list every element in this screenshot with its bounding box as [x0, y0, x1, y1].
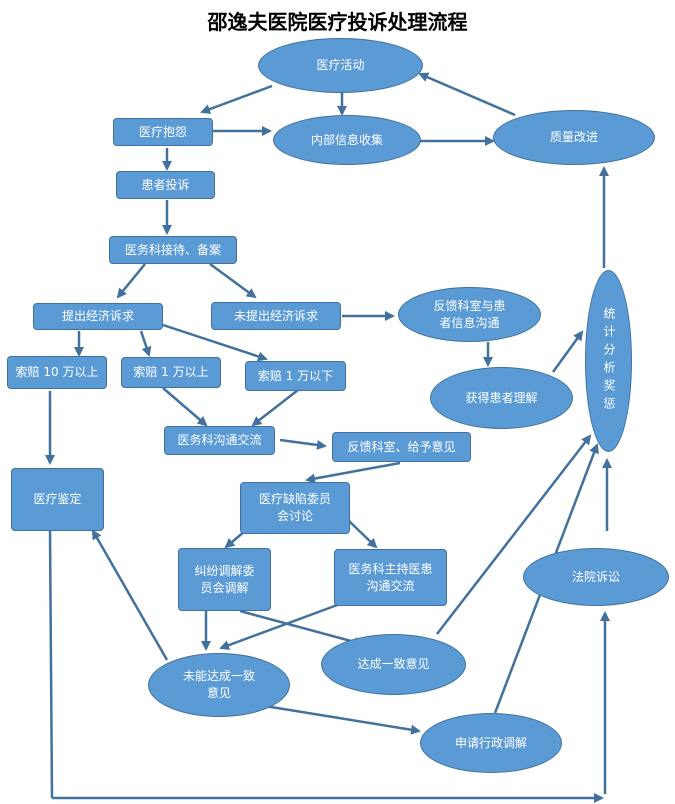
arrow-10k-to-deptcomm	[162, 387, 208, 427]
node-court-litigation[interactable]: 法院诉讼	[523, 548, 669, 606]
arrow-noagree-to-appraisal	[91, 529, 169, 661]
node-defect-committee[interactable]: 医疗缺陷委员 会讨论	[240, 482, 350, 534]
node-claim-over-100k[interactable]: 索赔 10 万以上	[7, 356, 107, 389]
node-internal-info[interactable]: 内部信息收集	[273, 115, 421, 165]
line-appraisal-down	[48, 530, 54, 799]
node-dept-host-comm[interactable]: 医务科主持医患 沟通交流	[334, 549, 447, 606]
node-patient-understanding[interactable]: 获得患者理解	[430, 367, 573, 429]
arrow-understanding-to-stats	[551, 330, 584, 373]
node-feedback-dept-patient[interactable]: 反馈科室与患 者信息沟通	[398, 287, 541, 342]
arrow-under10k-to-deptcomm	[251, 389, 299, 427]
arrow-noagree-to-admin	[264, 704, 421, 735]
node-economic-claim[interactable]: 提出经济诉求	[33, 303, 163, 330]
node-medical-activity[interactable]: 医疗活动	[258, 38, 423, 93]
arrow-deptcomm-to-feedbackopinion	[279, 438, 327, 450]
arrow-agree-to-stats	[436, 434, 592, 635]
arrow-feedbackopinion-to-committee	[305, 461, 401, 484]
arrow-economic-to-10k	[139, 330, 152, 357]
arrow-quality-to-activity	[418, 72, 516, 117]
arrow-mediation-to-agree	[239, 609, 364, 647]
arrow-committee-to-deptmost	[348, 520, 378, 549]
node-dept-communication[interactable]: 医务科沟通交流	[164, 426, 275, 455]
arrow-deptmost-to-noagree	[219, 602, 341, 650]
node-feedback-opinion[interactable]: 反馈科室、给予意见	[332, 432, 471, 462]
node-quality-improve[interactable]: 质量改进	[493, 110, 655, 165]
node-claim-under-10k[interactable]: 索赔 1 万以下	[245, 361, 346, 391]
node-stats-analysis[interactable]: 统计分析奖惩	[585, 270, 632, 452]
node-no-agreement[interactable]: 未能达成一致 意见	[148, 653, 290, 717]
node-medical-appraisal[interactable]: 医疗鉴定	[11, 468, 104, 531]
arrow-reception-to-noeconomic	[209, 262, 257, 299]
diagram-title: 邵逸夫医院医疗投诉处理流程	[207, 10, 468, 34]
arrow-activity-to-complaint	[200, 84, 273, 114]
node-agreement[interactable]: 达成一致意见	[321, 634, 466, 695]
arrow-economic-to-under10k	[162, 323, 268, 362]
node-patient-complaint[interactable]: 患者投诉	[116, 171, 215, 199]
arrow-reception-to-economic	[116, 263, 146, 299]
node-reception[interactable]: 医务科接待、备案	[109, 236, 237, 264]
node-no-economic-claim[interactable]: 未提出经济诉求	[211, 302, 341, 330]
node-admin-mediation[interactable]: 申请行政调解	[420, 713, 562, 773]
node-claim-over-10k[interactable]: 索赔 1 万以上	[121, 357, 221, 388]
node-mediation-committee[interactable]: 纠纷调解委 员会调解	[178, 548, 271, 611]
node-medical-complaint[interactable]: 医疗抱怨	[113, 118, 213, 146]
